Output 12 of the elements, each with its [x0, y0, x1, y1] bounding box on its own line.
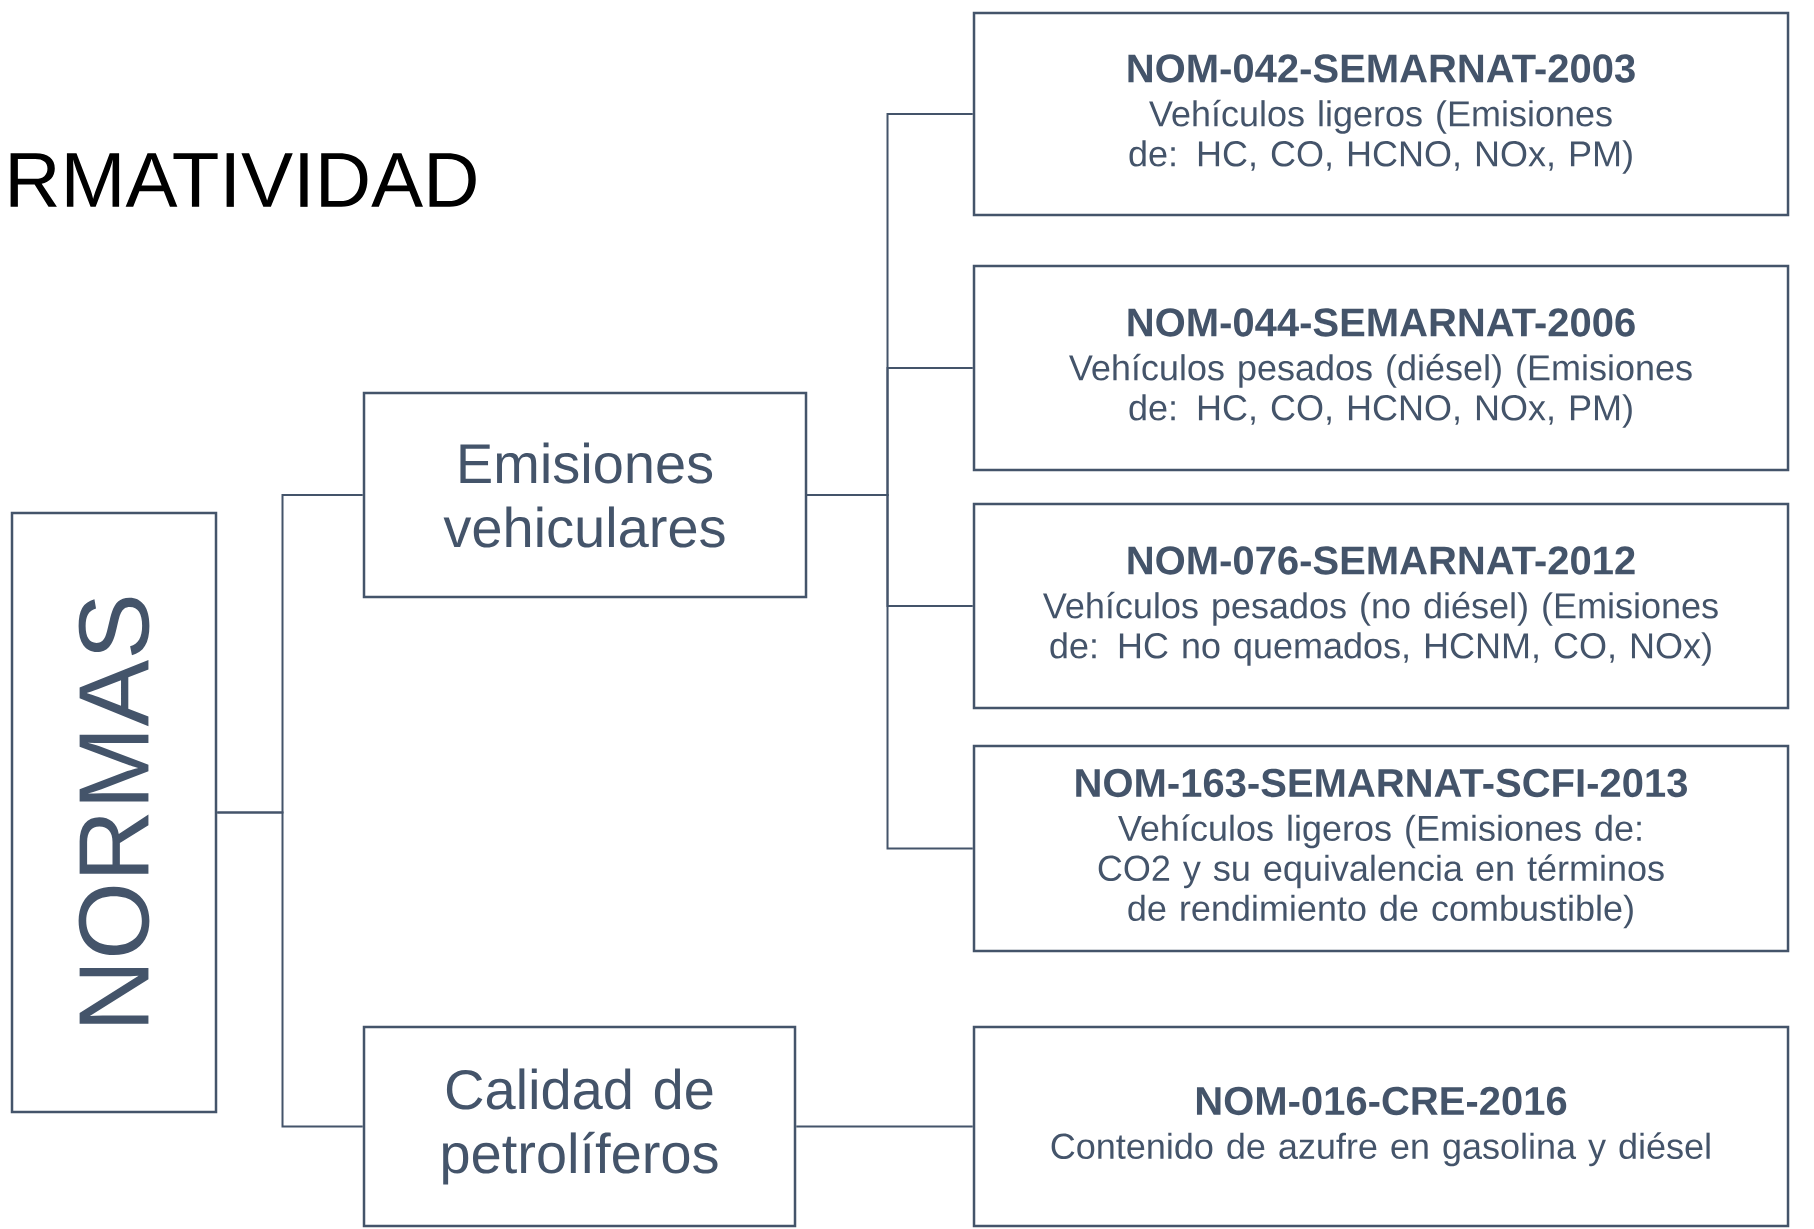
- standard-box: NOM-163-SEMARNAT-SCFI-2013 Vehículos ligeros (Emisiones de: CO2 y su equivalencia en términos de rendimiento de combustible): [972, 744, 1790, 953]
- connector-line: [795, 1125, 974, 1128]
- standard-box: NOM-016-CRE-2016 Contenido de azufre en gasolina y diésel: [972, 1025, 1790, 1228]
- topic-box: Calidad de petrolíferos: [362, 1025, 797, 1228]
- standard-box: NOM-076-SEMARNAT-2012 Vehículos pesados (no diésel) (Emisiones de: HC no quemados, HCNM, CO, NOx): [972, 502, 1790, 710]
- standard-box: NOM-044-SEMARNAT-2006 Vehículos pesados (diésel) (Emisiones de: HC, CO, HCNO, NOx, PM): [972, 264, 1790, 472]
- page-title: RMATIVIDAD: [10, 153, 476, 207]
- category-box: NORMAS: [10, 511, 218, 1114]
- connector-line: [216, 811, 364, 1128]
- topic-box: Emisiones vehiculares: [362, 391, 808, 599]
- standard-box: NOM-042-SEMARNAT-2003 Vehículos ligeros (Emisiones de: HC, CO, HCNO, NOx, PM): [972, 11, 1790, 217]
- connector-line: [806, 494, 974, 850]
